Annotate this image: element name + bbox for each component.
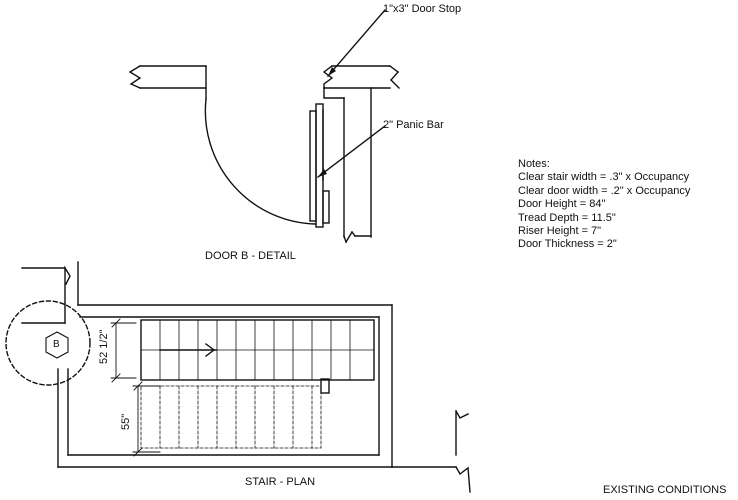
lower-run-dimension-label: 55"	[120, 413, 132, 430]
door-stop-leader	[327, 9, 386, 77]
door-tag-label: B	[53, 339, 60, 350]
stair-plan-title: STAIR - PLAN	[245, 476, 316, 488]
upper-run-dimension-label: 52 1/2"	[98, 329, 110, 365]
existing-conditions-label: EXISTING CONDITIONS	[603, 484, 727, 496]
left-wall-stub	[128, 65, 207, 100]
note-item: Clear door width = .2" x Occupancy	[518, 184, 691, 197]
notes-heading: Notes:	[518, 158, 550, 170]
door-detail-drawing	[128, 9, 400, 243]
upper-run-dimension	[110, 318, 137, 383]
door-detail-title: DOOR B - DETAIL	[205, 250, 296, 262]
panic-bar-leader	[317, 125, 386, 178]
lower-run-dimension	[132, 381, 161, 457]
stair-plan-drawing	[5, 261, 471, 493]
door-stop-callout: 1"x3" Door Stop	[383, 3, 462, 15]
notes-block: Notes: Clear stair width = .3" x Occupan…	[518, 158, 690, 252]
door-tag-hexagon	[45, 331, 69, 359]
door-stop-arrowhead	[328, 67, 336, 76]
panic-bar-arrowhead	[318, 169, 327, 177]
stair-outer-walls	[21, 261, 471, 493]
door-leaf	[309, 103, 330, 228]
note-item: Riser Height = 7"	[518, 225, 602, 238]
note-item: Clear stair width = .3" x Occupancy	[518, 171, 690, 184]
panic-bar-callout: 2" Panic Bar	[383, 119, 444, 131]
stair-direction-arrow	[205, 343, 216, 357]
door-swing-circle	[5, 300, 91, 386]
door-swing-arc	[204, 98, 317, 225]
note-item: Door Thickness = 2"	[518, 238, 617, 251]
right-wall-jamb	[322, 65, 400, 243]
lower-stair-run	[140, 385, 322, 449]
handrail-end	[320, 378, 330, 394]
note-item: Tread Depth = 11.5"	[518, 211, 616, 224]
note-item: Door Height = 84"	[518, 198, 606, 211]
